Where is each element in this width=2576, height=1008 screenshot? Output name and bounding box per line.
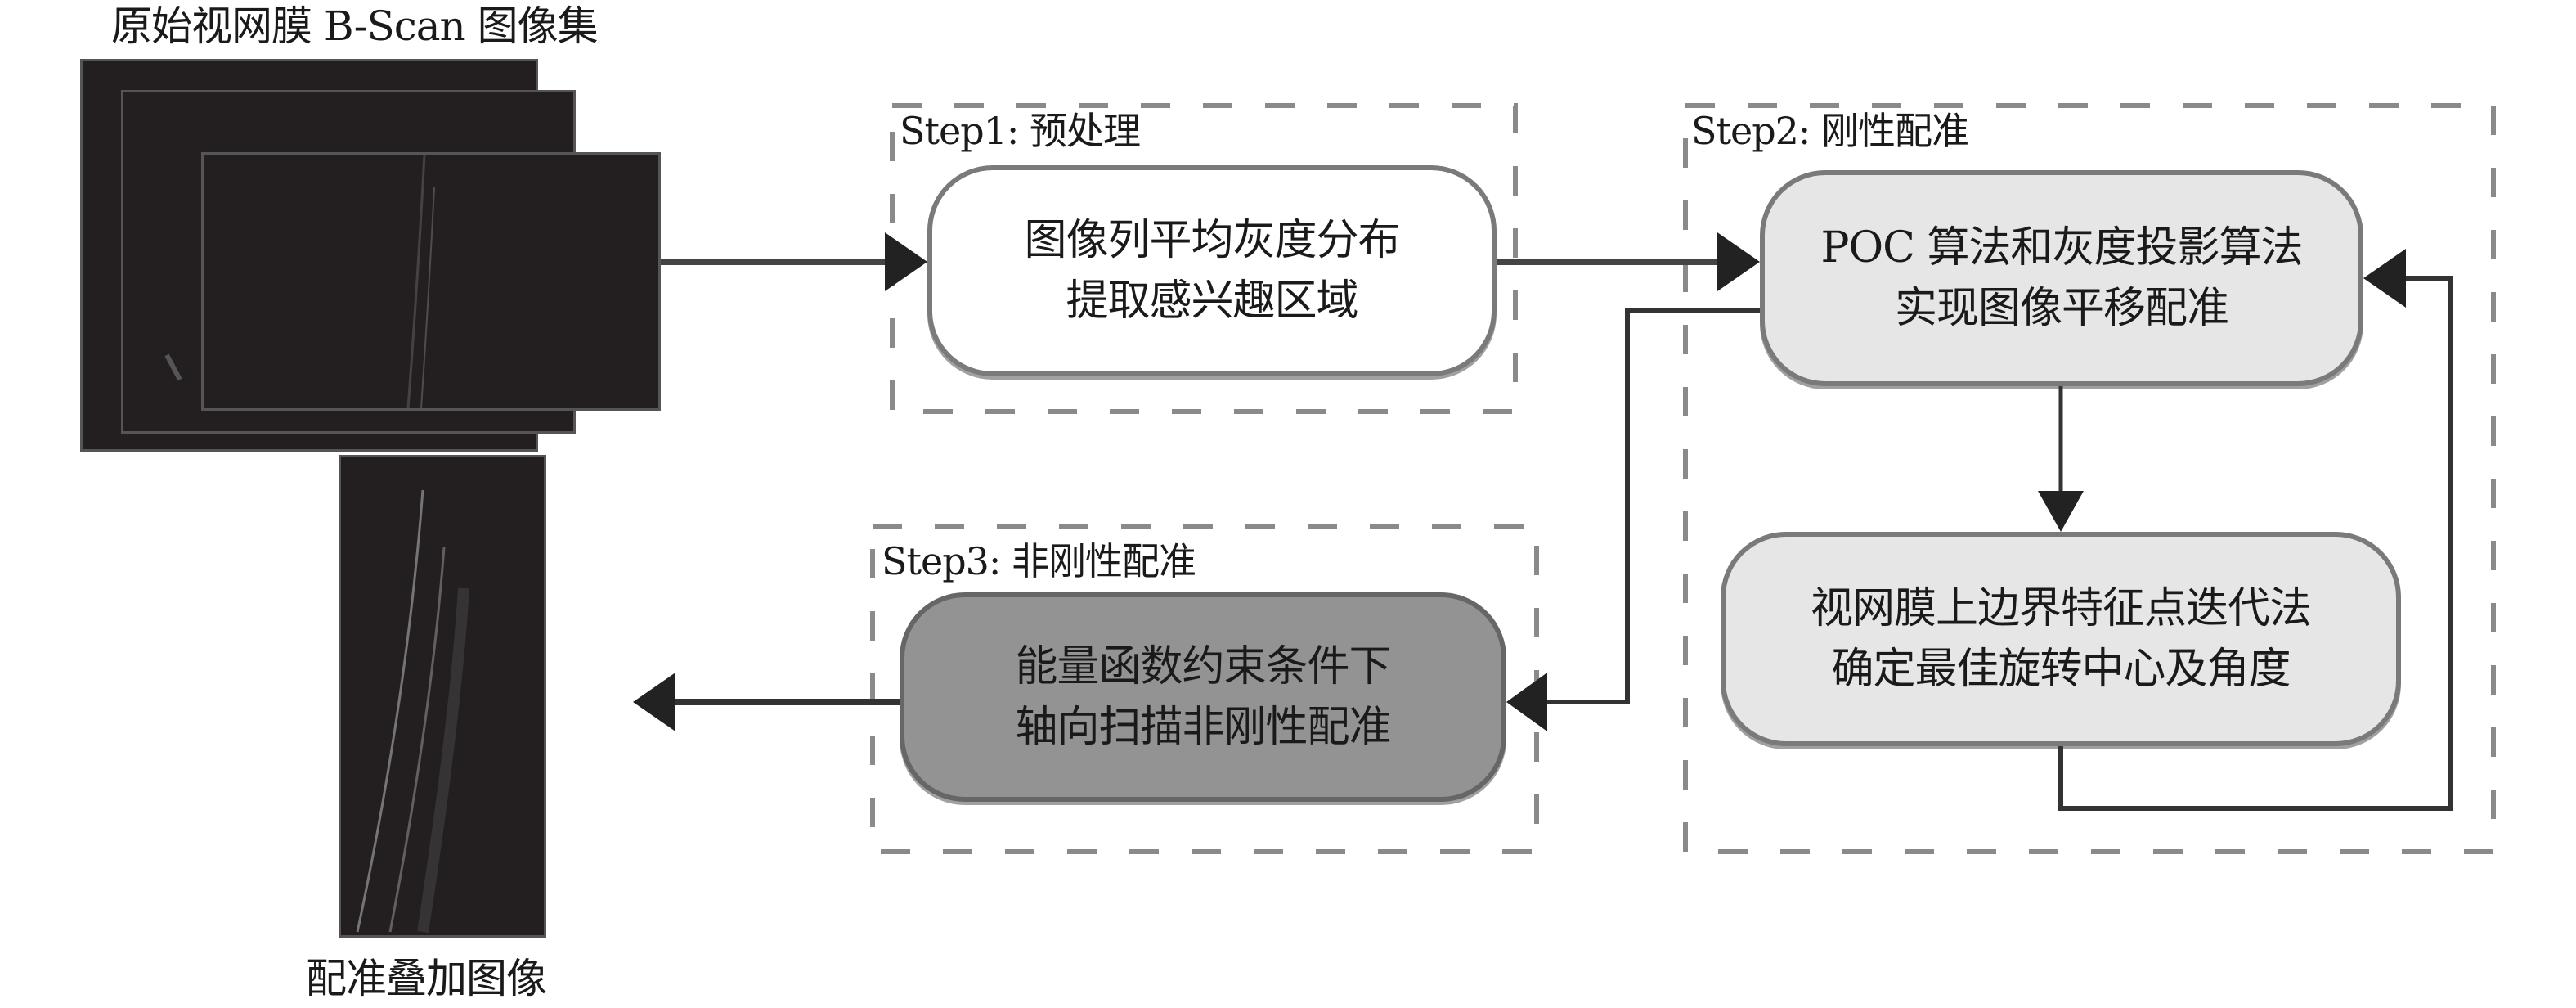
node-text-line: 实现图像平移配准 bbox=[1894, 284, 2229, 333]
arrow-step3-to-output bbox=[633, 673, 900, 731]
arrow-translation-to-rotation bbox=[2038, 386, 2084, 532]
arrowhead-icon bbox=[633, 673, 675, 731]
step3-label: Step3: 非刚性配准 bbox=[882, 539, 1196, 583]
arrowhead-icon bbox=[2038, 491, 2084, 532]
retina-layer-lines bbox=[406, 155, 435, 408]
input-caption: 原始视网膜 B-Scan 图像集 bbox=[111, 2, 599, 50]
node-translation-registration[interactable]: POC 算法和灰度投影算法 实现图像平移配准 bbox=[1760, 170, 2363, 386]
step2-container: Step2: 刚性配准 bbox=[1683, 103, 2496, 854]
arrowhead-icon bbox=[2363, 249, 2406, 308]
node-text-line: 提取感兴趣区域 bbox=[1066, 277, 1358, 326]
node-text-line: 能量函数约束条件下 bbox=[1015, 642, 1391, 691]
arrow-step2-to-step3 bbox=[1506, 308, 1760, 731]
node-text-line: 视网膜上边界特征点迭代法 bbox=[1810, 584, 2312, 633]
node-text-line: 图像列平均灰度分布 bbox=[1024, 216, 1400, 265]
arrow-input-to-step1 bbox=[661, 232, 927, 291]
step1-label: Step1: 预处理 bbox=[900, 109, 1141, 153]
arrowhead-icon bbox=[885, 232, 927, 291]
step2-label: Step2: 刚性配准 bbox=[1691, 109, 1969, 153]
node-preprocess-roi[interactable]: 图像列平均灰度分布 提取感兴趣区域 bbox=[927, 165, 1497, 376]
arrowhead-icon bbox=[1717, 232, 1760, 291]
step2-dashed-border bbox=[1683, 103, 2496, 854]
output-caption: 配准叠加图像 bbox=[306, 955, 547, 1002]
node-nonrigid-registration[interactable]: 能量函数约束条件下 轴向扫描非刚性配准 bbox=[900, 592, 1506, 802]
registered-result-image bbox=[339, 455, 546, 938]
arrowhead-icon bbox=[1506, 673, 1547, 731]
arrow-step1-to-step2 bbox=[1497, 232, 1760, 291]
node-rotation-estimation[interactable]: 视网膜上边界特征点迭代法 确定最佳旋转中心及角度 bbox=[1721, 532, 2401, 746]
node-text-line: POC 算法和灰度投影算法 bbox=[1820, 223, 2304, 272]
node-text-line: 确定最佳旋转中心及角度 bbox=[1831, 645, 2291, 694]
bscan-image-front bbox=[201, 152, 661, 411]
retina-layer-lines bbox=[356, 489, 469, 934]
arrow-feedback-loop bbox=[2058, 249, 2453, 811]
node-text-line: 轴向扫描非刚性配准 bbox=[1015, 703, 1391, 752]
scan-artifact-mark bbox=[164, 353, 182, 381]
